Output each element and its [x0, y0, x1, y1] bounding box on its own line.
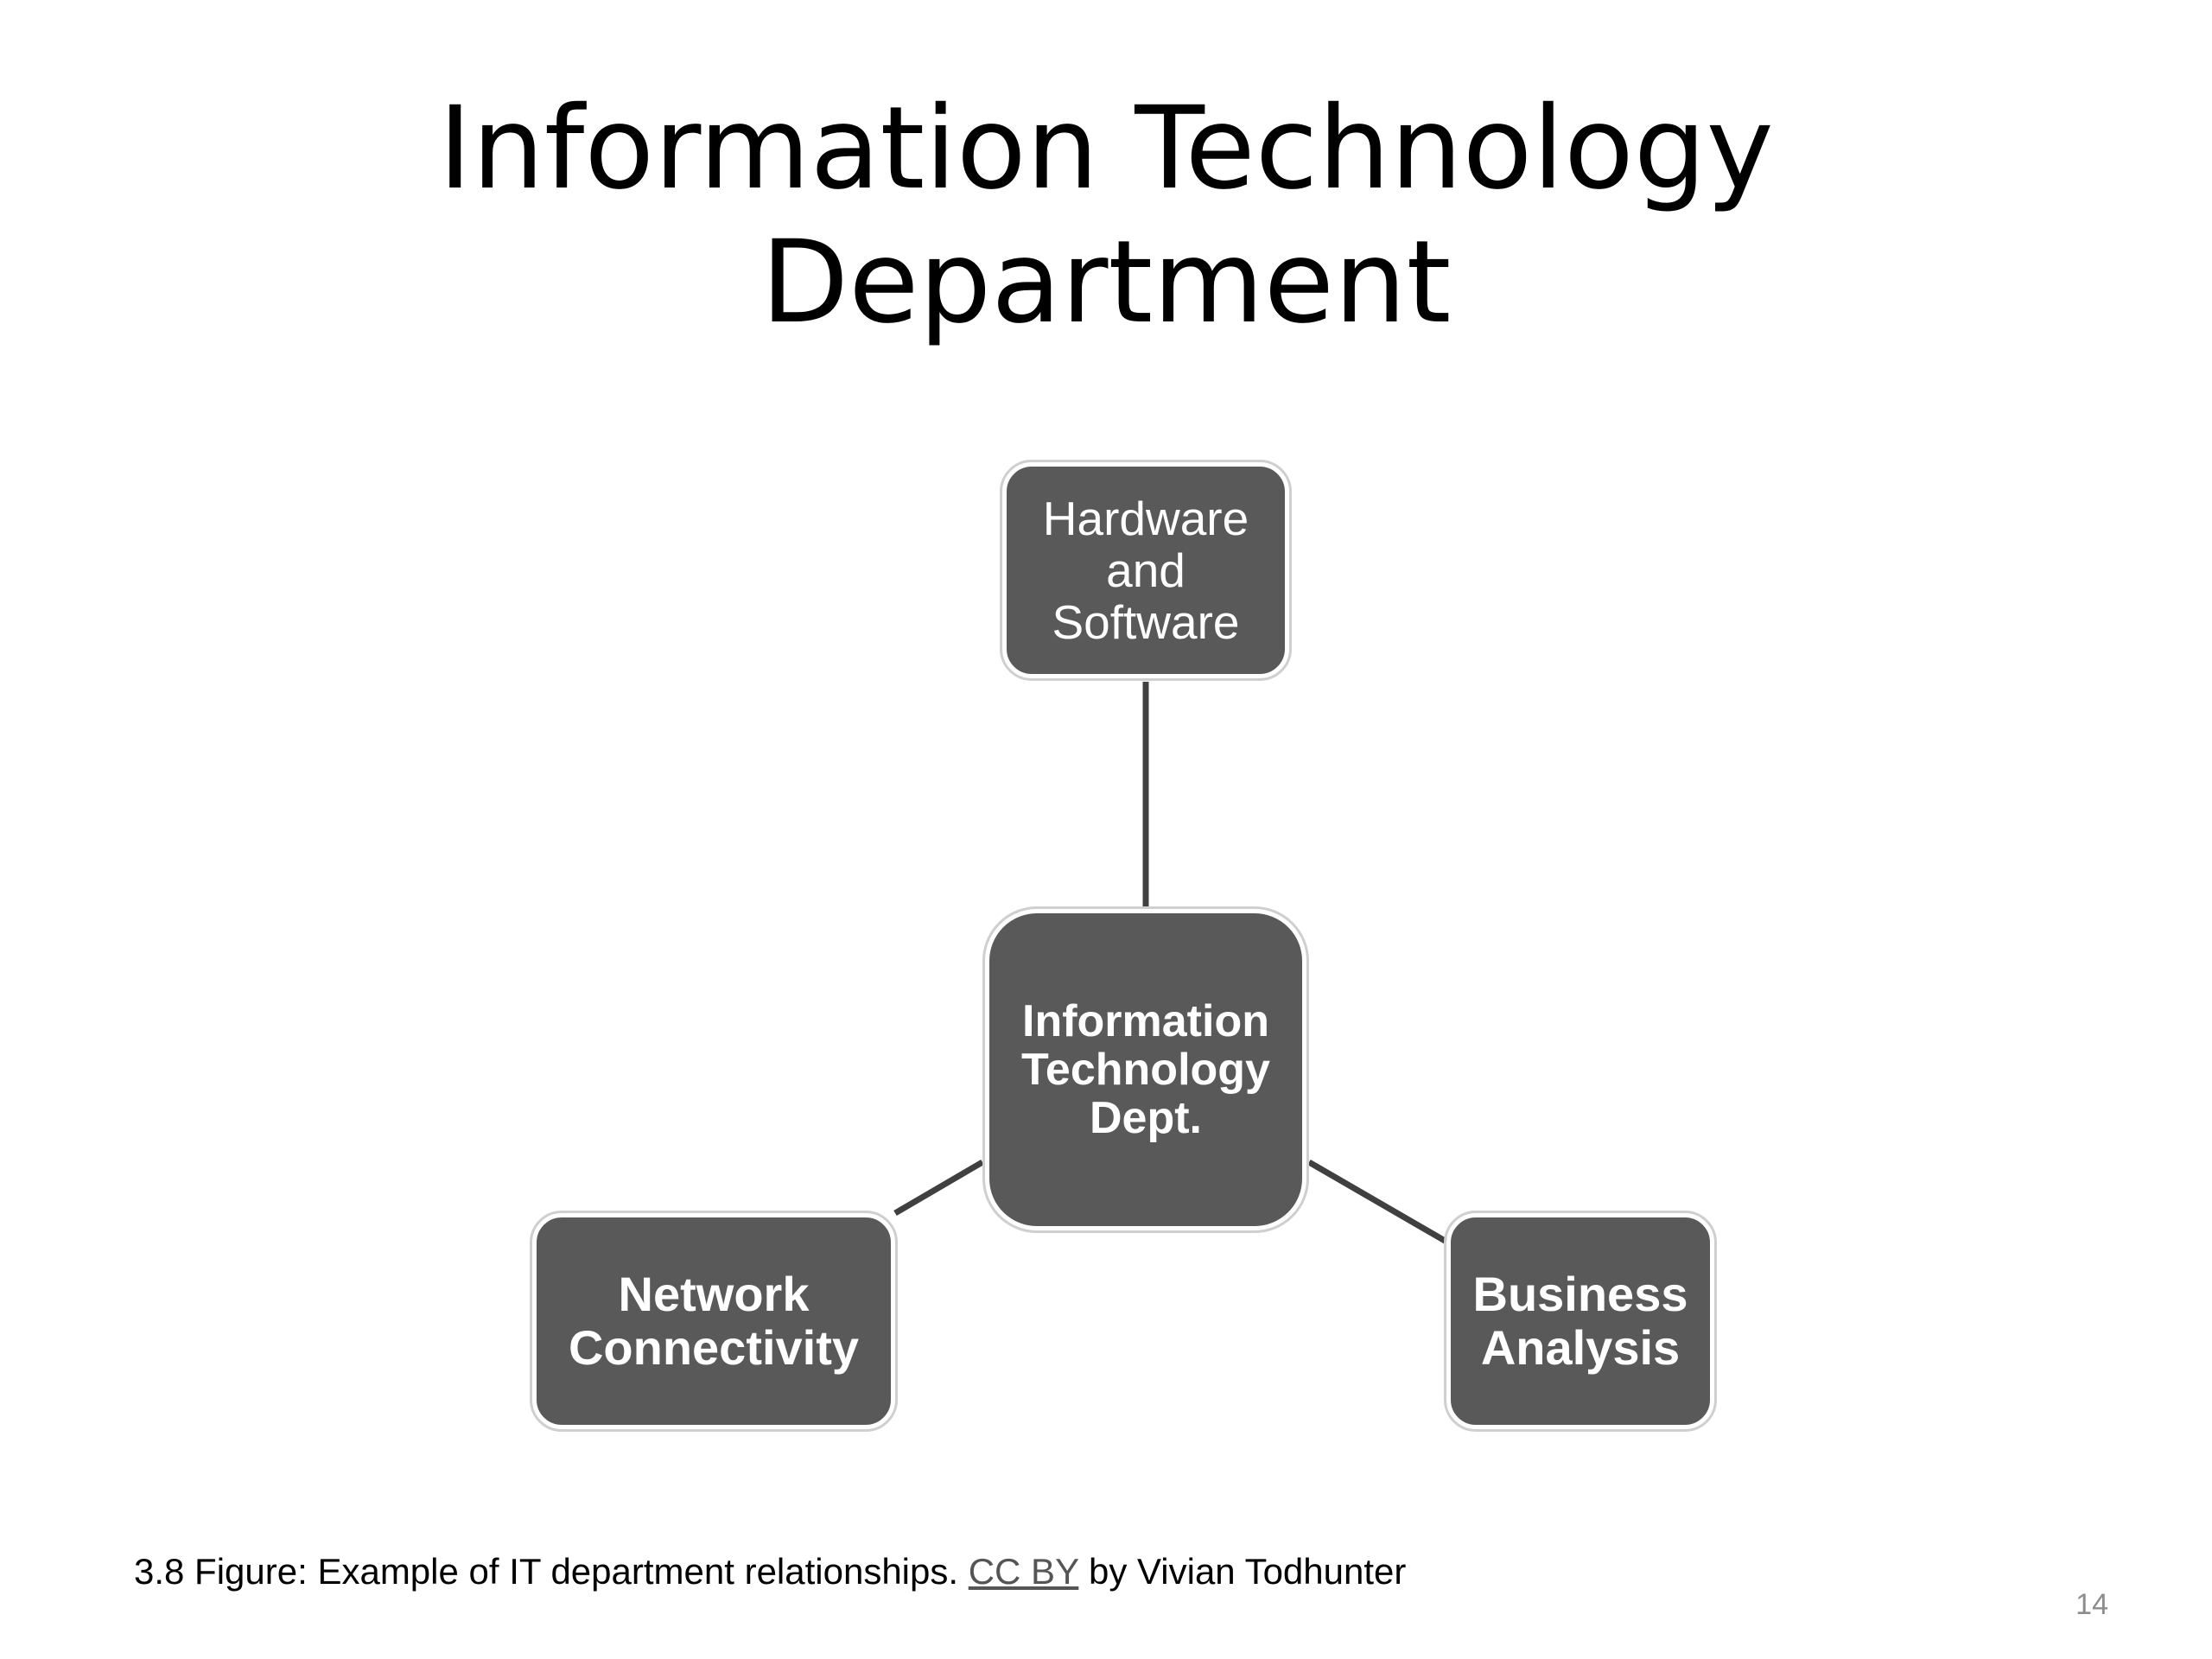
- slide-title-line-1: Information Technology: [438, 82, 1774, 215]
- node-business-label: Business Analysis: [1472, 1267, 1688, 1375]
- connector-center-network: [893, 1159, 984, 1217]
- slide-title: Information Technology Department: [0, 82, 2212, 350]
- caption-prefix: 3.8 Figure: Example of IT department rel…: [134, 1551, 969, 1592]
- connector-center-business: [1307, 1159, 1448, 1245]
- node-network-connectivity[interactable]: Network Connectivity: [530, 1211, 898, 1432]
- slide-title-line-2: Department: [760, 216, 1452, 349]
- page-number: 14: [2075, 1588, 2108, 1621]
- node-network-label: Network Connectivity: [568, 1267, 860, 1375]
- node-business-analysis[interactable]: Business Analysis: [1444, 1211, 1717, 1432]
- cc-by-license-link[interactable]: CC BY: [968, 1551, 1079, 1592]
- node-hardware-and-software[interactable]: Hardware and Software: [1000, 460, 1292, 681]
- node-center-label: Information Technology Dept.: [1021, 996, 1270, 1143]
- node-hardware-label: Hardware and Software: [1042, 492, 1249, 649]
- caption-suffix: by Vivian Todhunter: [1078, 1551, 1407, 1592]
- node-information-technology-dept[interactable]: Information Technology Dept.: [982, 906, 1309, 1233]
- figure-caption: 3.8 Figure: Example of IT department rel…: [134, 1551, 1406, 1592]
